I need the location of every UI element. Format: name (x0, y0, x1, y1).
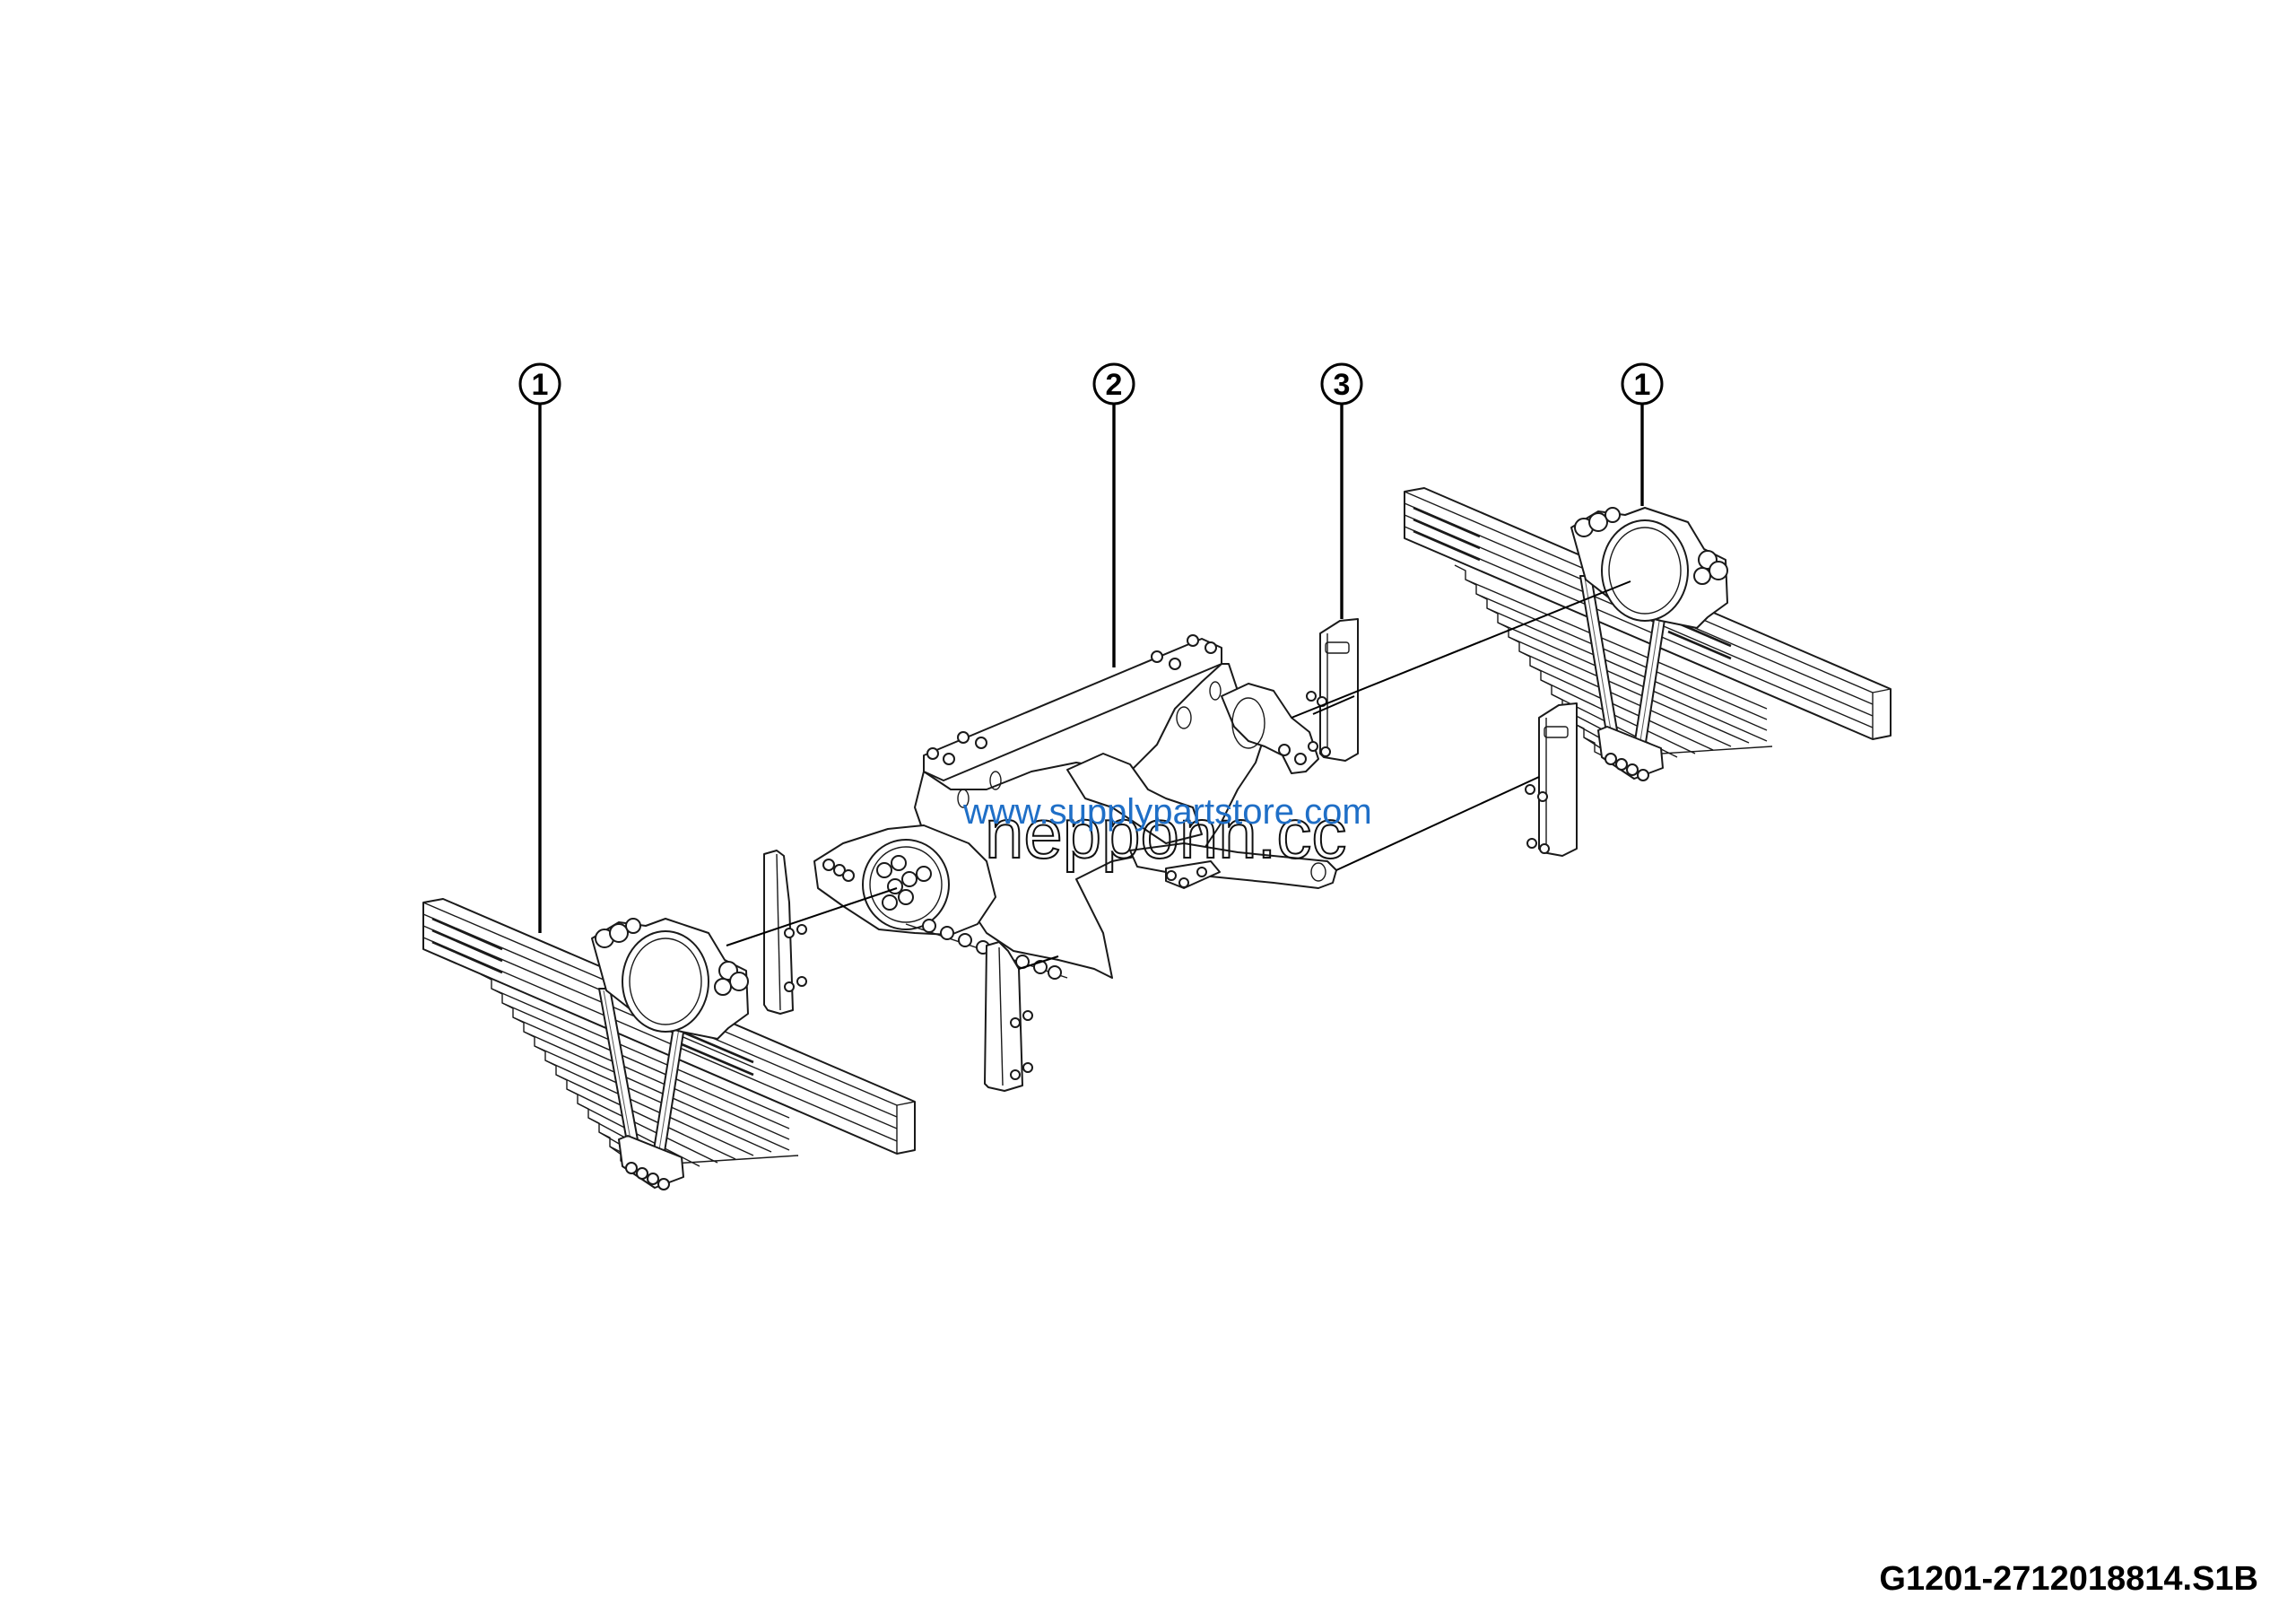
leaf-spring-right[interactable] (1404, 487, 1892, 781)
callout-1-right[interactable]: 1 (1621, 362, 1664, 506)
wear-plate-right[interactable] (1525, 702, 1578, 857)
callout-number: 2 (1106, 368, 1123, 402)
callout-balloon (1320, 362, 1363, 406)
bogie-left-hub (813, 824, 996, 936)
leaf-spring-left[interactable] (422, 898, 916, 1190)
spring-bottom-plate-right (1597, 726, 1664, 781)
callout-number: 1 (1634, 368, 1651, 402)
top-bar-bolts (926, 634, 1217, 765)
spring-saddle-left (591, 918, 749, 1040)
callout-balloon (518, 362, 561, 406)
watermark-brand: nepponn.cc (985, 794, 1346, 873)
wear-plate-top-center[interactable] (1306, 618, 1359, 762)
callout-2[interactable]: 2 (1092, 362, 1135, 667)
callout-3[interactable]: 3 (1320, 362, 1363, 619)
wear-plate-bottom-center[interactable] (984, 941, 1033, 1092)
wear-plate-left[interactable] (763, 850, 807, 1015)
bogie-frame-body (914, 663, 1265, 979)
figure-reference-code: G1201-2712018814.S1B (1879, 1560, 2258, 1598)
bogie-trunnion-arm (1066, 753, 1203, 844)
explosion-lines (726, 580, 1631, 970)
bogie-right-hub (1221, 683, 1319, 774)
spring-bottom-plate-left (618, 1135, 684, 1190)
callout-number: 3 (1334, 368, 1351, 402)
callout-1-left[interactable]: 1 (518, 362, 561, 933)
callout-balloon (1092, 362, 1135, 406)
callout-balloon (1621, 362, 1664, 406)
callout-number: 1 (532, 368, 549, 402)
link-clamp-bolts (1165, 860, 1221, 889)
spring-saddle-right (1570, 507, 1728, 629)
bogie-bracket[interactable] (813, 634, 1337, 980)
watermark-url: www.supplypartstore.com (962, 792, 1372, 832)
